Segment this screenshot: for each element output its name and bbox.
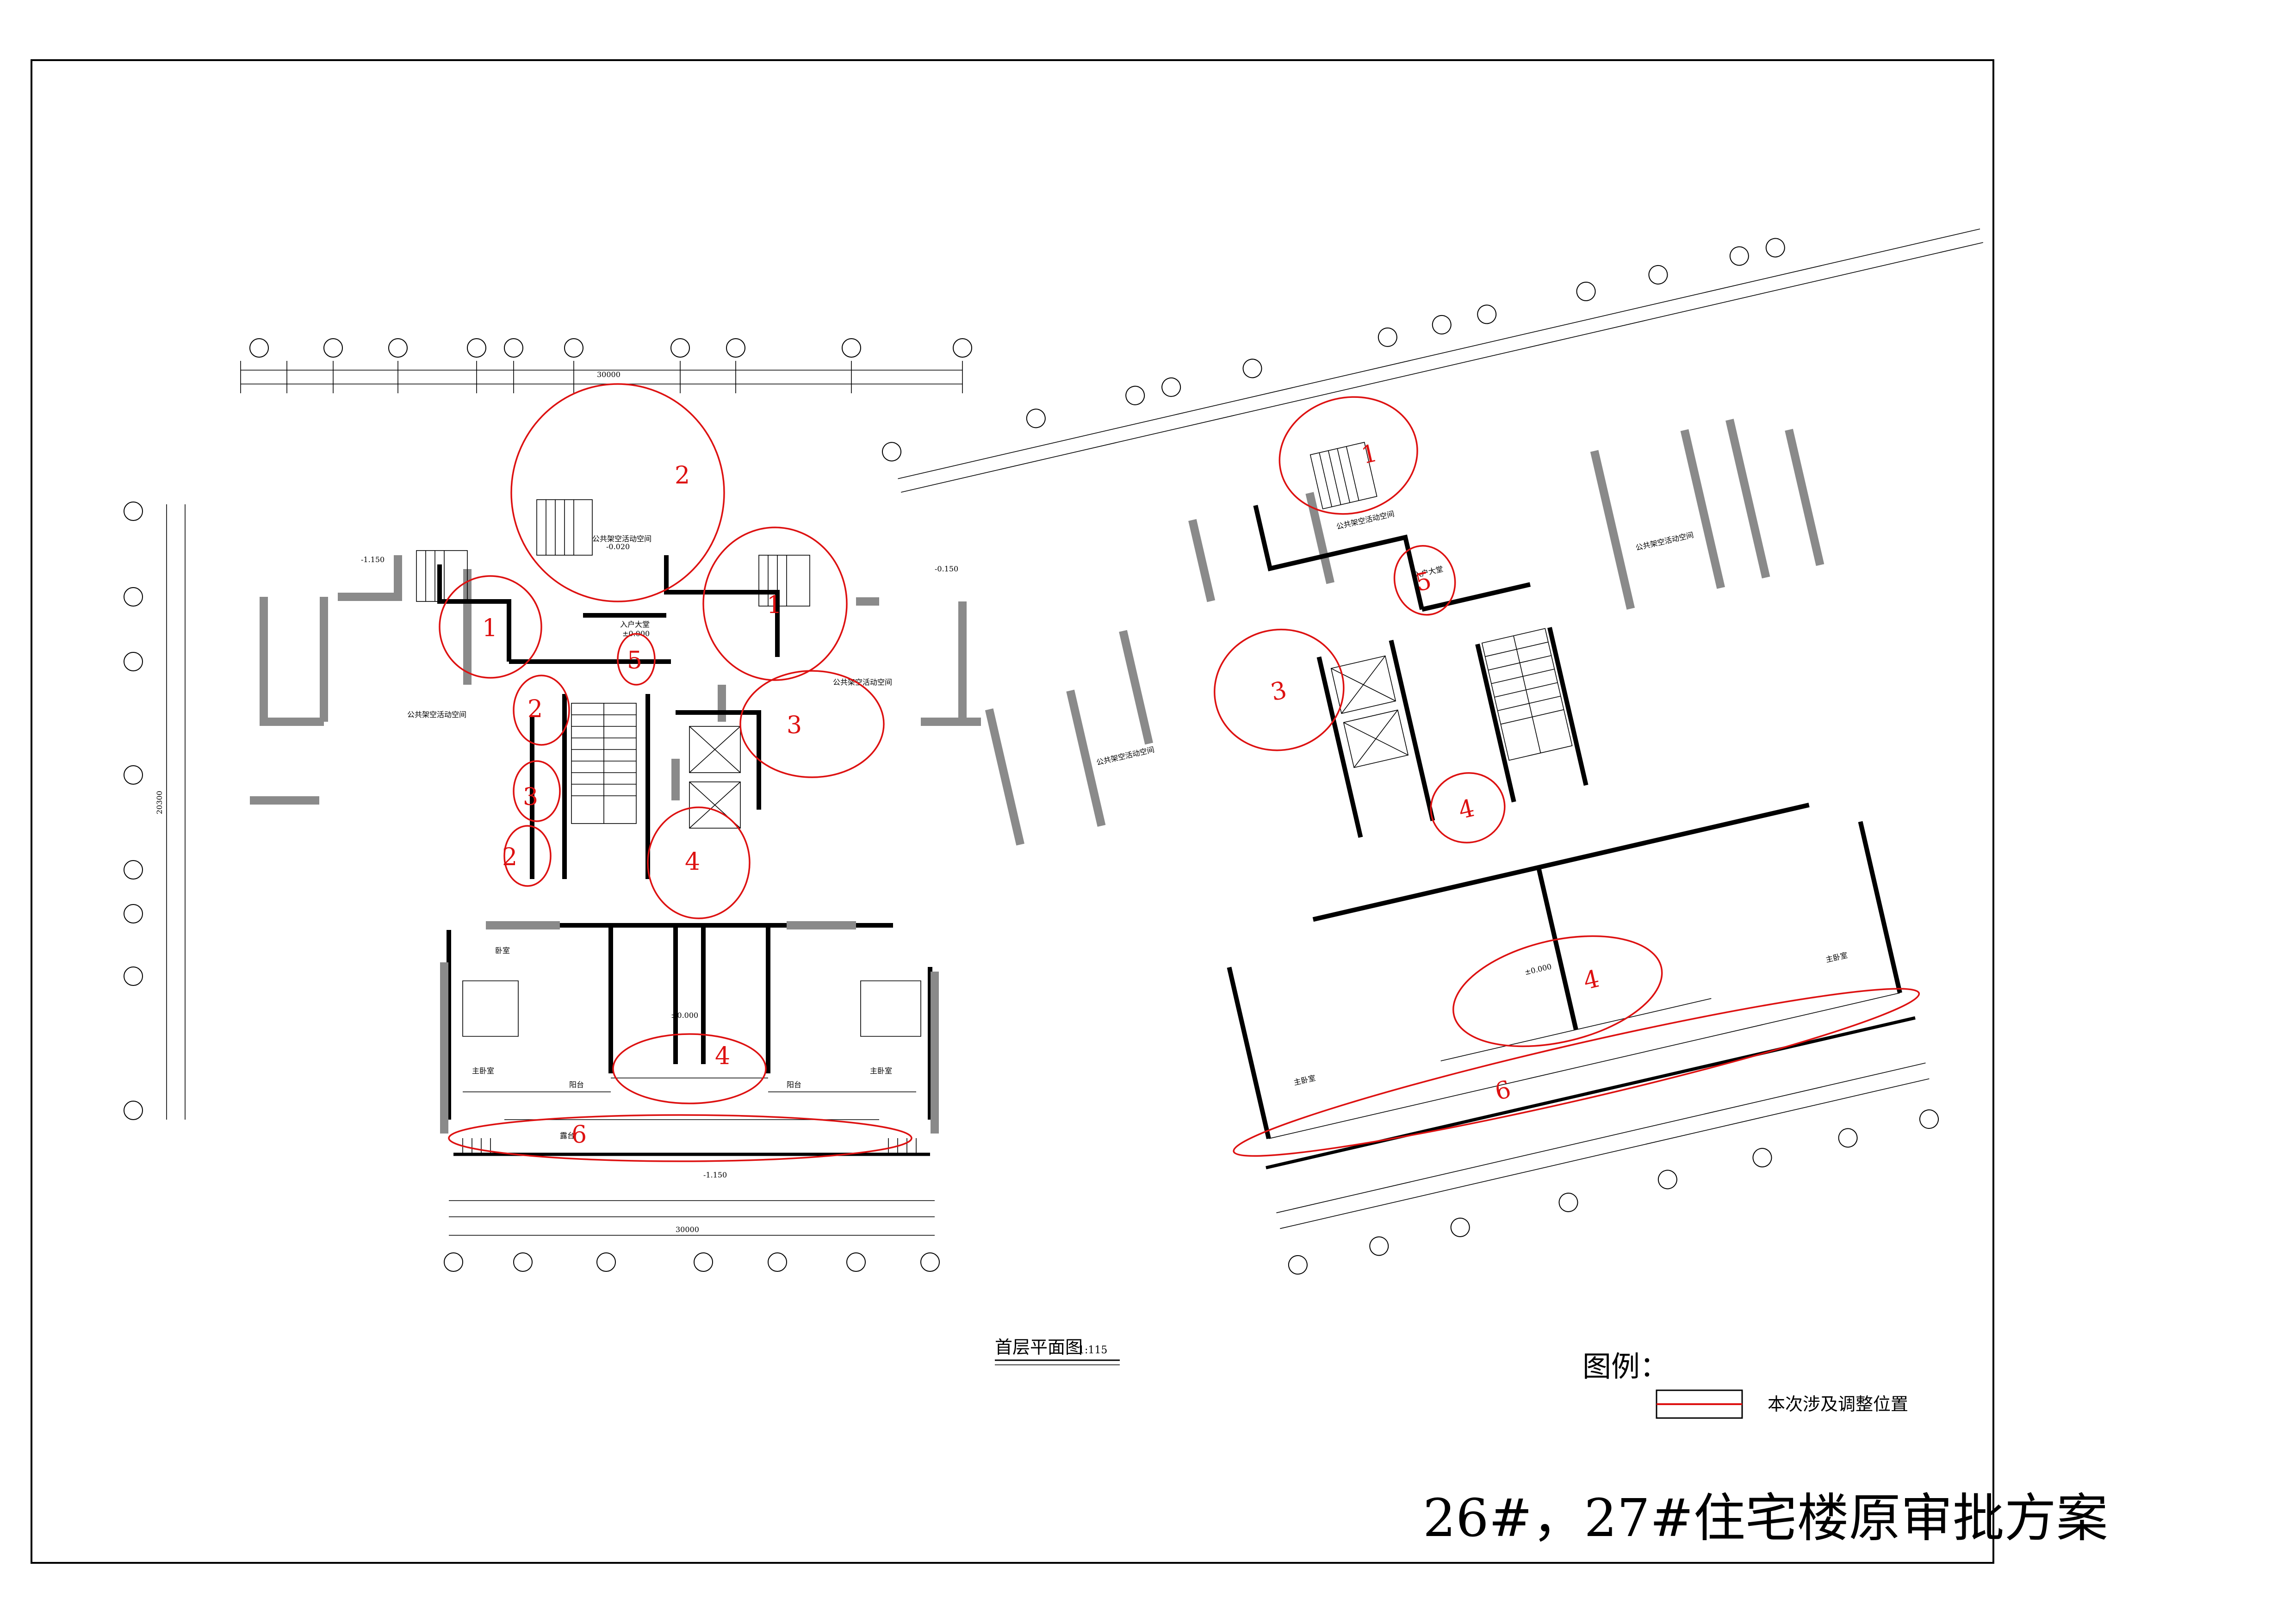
- elev-left-e: -0.150: [935, 564, 958, 573]
- svg-text:6: 6: [571, 1121, 587, 1149]
- elev-ground-right: ±0.000: [1524, 962, 1552, 977]
- svg-text:4: 4: [1456, 794, 1477, 825]
- svg-text:5: 5: [627, 647, 642, 675]
- room-public-space-right-e: 公共架空活动空间: [1635, 530, 1694, 552]
- svg-text:3: 3: [787, 712, 802, 739]
- elev-base-left: -1.150: [703, 1171, 727, 1179]
- svg-text:4: 4: [1581, 965, 1602, 995]
- svg-text:1: 1: [482, 614, 497, 642]
- svg-text:4: 4: [715, 1042, 730, 1070]
- elev-left-w: -1.150: [361, 555, 385, 564]
- dim-bottom-total-left: 30000: [676, 1225, 699, 1234]
- room-entrance-left: 入户大堂: [620, 620, 650, 629]
- svg-text:1: 1: [767, 591, 782, 619]
- room-bedroom-l1: 卧室: [495, 946, 510, 955]
- svg-text:2: 2: [675, 462, 690, 489]
- room-public-space-right-w: 公共架空活动空间: [1095, 745, 1155, 767]
- legend-heading: 图例：: [1582, 1350, 1669, 1383]
- svg-text:3: 3: [1268, 676, 1290, 706]
- room-master-r: 主卧室: [870, 1066, 892, 1075]
- axis-bubbles-bottom-left: [444, 1252, 940, 1272]
- elev-ground-left: ±0.000: [671, 1011, 698, 1020]
- sheet-border: [31, 59, 1994, 1564]
- plan-left: 30000 20300: [124, 338, 981, 1272]
- marker-numbers-left: 1 1 2 2 2 3 3 4 4 5 6: [482, 462, 802, 1149]
- stair-left: [571, 703, 637, 824]
- axis-bubbles-top-left: [249, 338, 972, 358]
- room-master-right-l: 主卧室: [1293, 1073, 1316, 1087]
- room-master-l: 主卧室: [472, 1066, 494, 1075]
- plan-caption: 首层平面图: [995, 1337, 1083, 1357]
- dim-top-total-left: 30000: [597, 370, 621, 379]
- axis-bubbles-left: [124, 502, 143, 1120]
- markers-left: [439, 383, 912, 1162]
- room-public-space-left-top: 公共架空活动空间: [592, 534, 652, 543]
- svg-text:3: 3: [523, 783, 538, 811]
- svg-text:6: 6: [1492, 1076, 1514, 1106]
- axis-bubbles-top-right: [882, 238, 1785, 462]
- drawing-title: 26#，27#住宅楼原审批方案: [1423, 1488, 2108, 1549]
- plan-caption-scale: 1:115: [1078, 1344, 1107, 1356]
- svg-text:2: 2: [527, 695, 543, 723]
- dim-side-total-left: 20300: [155, 791, 164, 814]
- elevator-left: [689, 726, 741, 829]
- room-balcony-left: 阳台: [569, 1080, 584, 1089]
- svg-text:4: 4: [685, 848, 700, 876]
- room-terrace-left: 露台: [560, 1131, 575, 1140]
- axis-bubbles-bottom-right: [1288, 1109, 1939, 1275]
- room-public-space-left-e: 公共架空活动空间: [833, 678, 892, 687]
- room-public-space-left-w: 公共架空活动空间: [407, 710, 466, 719]
- elev-left-top: -0.020: [606, 542, 630, 551]
- markers-right: [1214, 396, 1920, 1157]
- svg-text:1: 1: [1359, 439, 1380, 470]
- room-balcony-right: 阳台: [787, 1080, 801, 1089]
- svg-text:2: 2: [502, 843, 517, 871]
- legend-item-label: 本次涉及调整位置: [1768, 1394, 1908, 1414]
- room-master-right-r: 主卧室: [1825, 951, 1849, 964]
- room-public-space-right-top: 公共架空活动空间: [1335, 509, 1395, 531]
- plan-right: 公共架空活动空间 入户大堂 公共架空活动空间 公共架空活动空间 ±0.000 主…: [882, 229, 1983, 1275]
